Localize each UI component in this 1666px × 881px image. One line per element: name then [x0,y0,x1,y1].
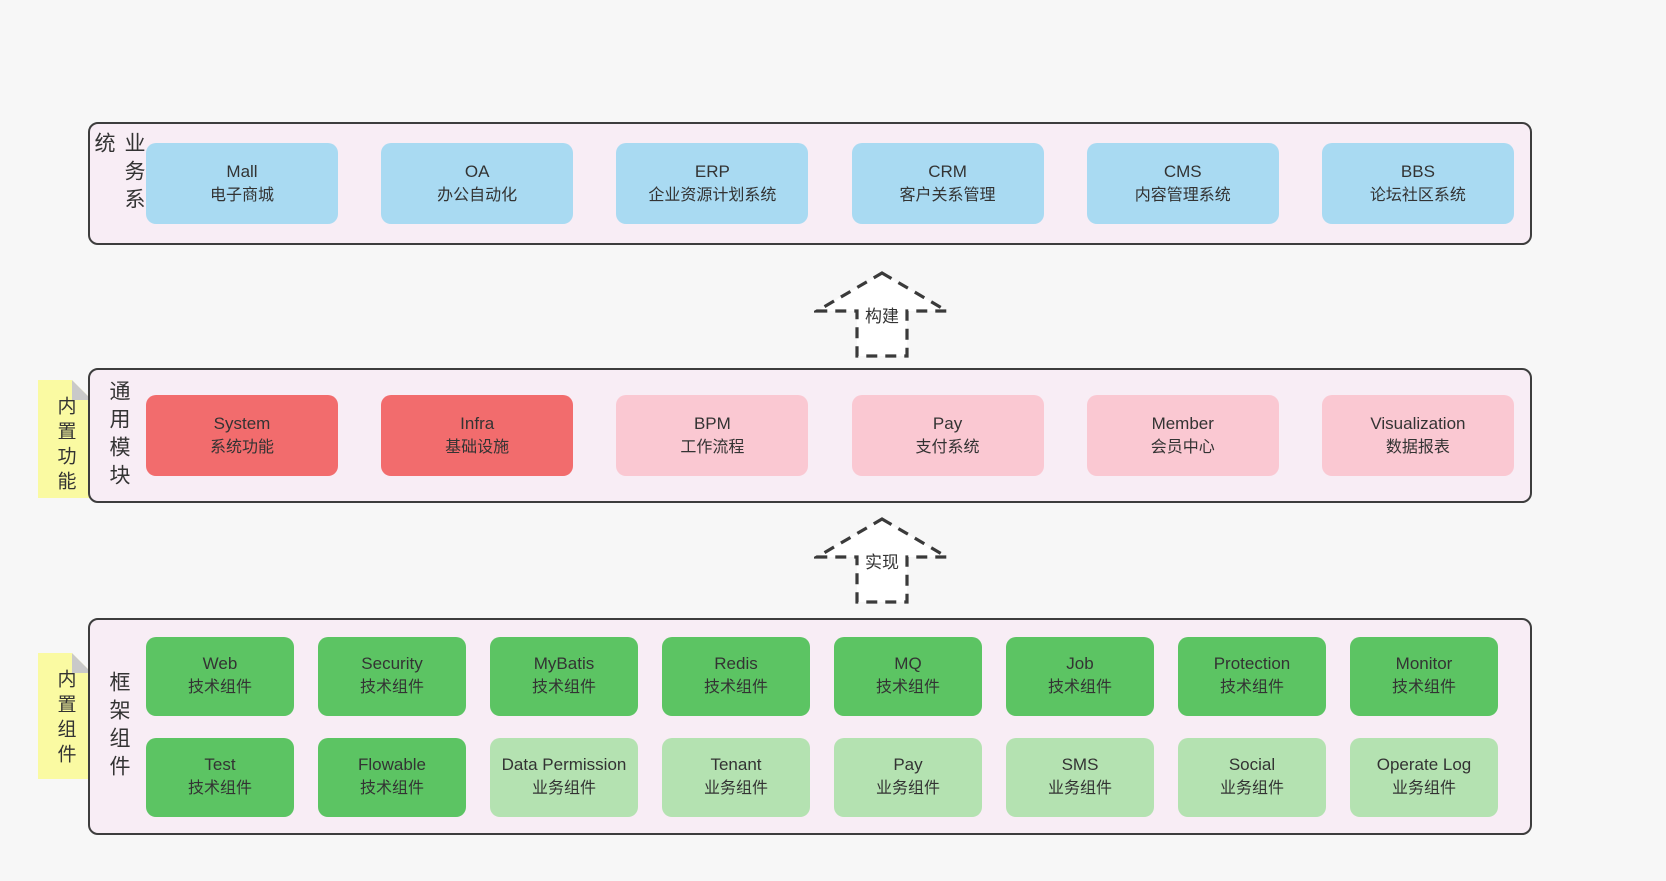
box-data-permission: Data Permission 业务组件 [490,737,638,817]
box-mall: Mall 电子商城 [146,143,338,224]
box-mq: MQ 技术组件 [834,636,982,716]
box-row: Web 技术组件 Security 技术组件 MyBatis 技术组件 Redi… [146,636,1514,716]
dashed-up-arrow-implement: 实现 [814,516,950,606]
box-row: System 系统功能 Infra 基础设施 BPM 工作流程 Pay 支付系统… [146,370,1530,501]
box-oa: OA 办公自动化 [381,143,574,224]
box-member: Member 会员中心 [1086,395,1279,476]
arrow-label: 构建 [862,302,902,327]
box-redis: Redis 技术组件 [662,636,810,716]
box-erp: ERP 企业资源计划系统 [616,143,809,224]
box-mybatis: MyBatis 技术组件 [490,636,638,716]
box-visualization: Visualization 数据报表 [1321,395,1514,476]
component-rows: Web 技术组件 Security 技术组件 MyBatis 技术组件 Redi… [146,620,1530,833]
box-bbs: BBS 论坛社区系统 [1321,143,1514,224]
box-system: System 系统功能 [146,395,338,476]
box-row: Mall 电子商城 OA 办公自动化 ERP 企业资源计划系统 CRM 客户关系… [146,124,1530,243]
sticky-note-label: 内置组件 [54,669,76,769]
sticky-note-label: 内置功能 [54,396,76,496]
box-monitor: Monitor 技术组件 [1350,636,1498,716]
box-flowable: Flowable 技术组件 [318,737,466,817]
box-sms: SMS 业务组件 [1006,737,1154,817]
box-tenant: Tenant 业务组件 [662,737,810,817]
band-label: 业务系统 [92,132,145,216]
box-infra: Infra 基础设施 [381,395,574,476]
band-framework-components: 框架组件 Web 技术组件 Security 技术组件 MyBatis 技术组件… [88,618,1532,835]
box-operate-log: Operate Log 业务组件 [1350,737,1498,817]
box-pay: Pay 支付系统 [851,395,1044,476]
box-row: Test 技术组件 Flowable 技术组件 Data Permission … [146,737,1514,817]
sticky-note-builtin-components: 内置组件 [38,653,92,779]
box-pay-component: Pay 业务组件 [834,737,982,817]
box-crm: CRM 客户关系管理 [851,143,1044,224]
box-job: Job 技术组件 [1006,636,1154,716]
sticky-note-builtin-features: 内置功能 [38,380,92,498]
box-test: Test 技术组件 [146,737,294,817]
box-social: Social 业务组件 [1178,737,1326,817]
box-cms: CMS 内容管理系统 [1086,143,1279,224]
band-business-systems: 业务系统 Mall 电子商城 OA 办公自动化 ERP 企业资源计划系统 CRM… [88,122,1532,245]
box-web: Web 技术组件 [146,636,294,716]
band-label: 框架组件 [107,670,130,783]
band-label: 通用模块 [107,379,130,492]
dashed-up-arrow-build: 构建 [814,270,950,360]
band-common-modules: 通用模块 System 系统功能 Infra 基础设施 BPM 工作流程 Pay… [88,368,1532,503]
box-protection: Protection 技术组件 [1178,636,1326,716]
box-security: Security 技术组件 [318,636,466,716]
box-bpm: BPM 工作流程 [616,395,809,476]
arrow-label: 实现 [862,548,902,573]
